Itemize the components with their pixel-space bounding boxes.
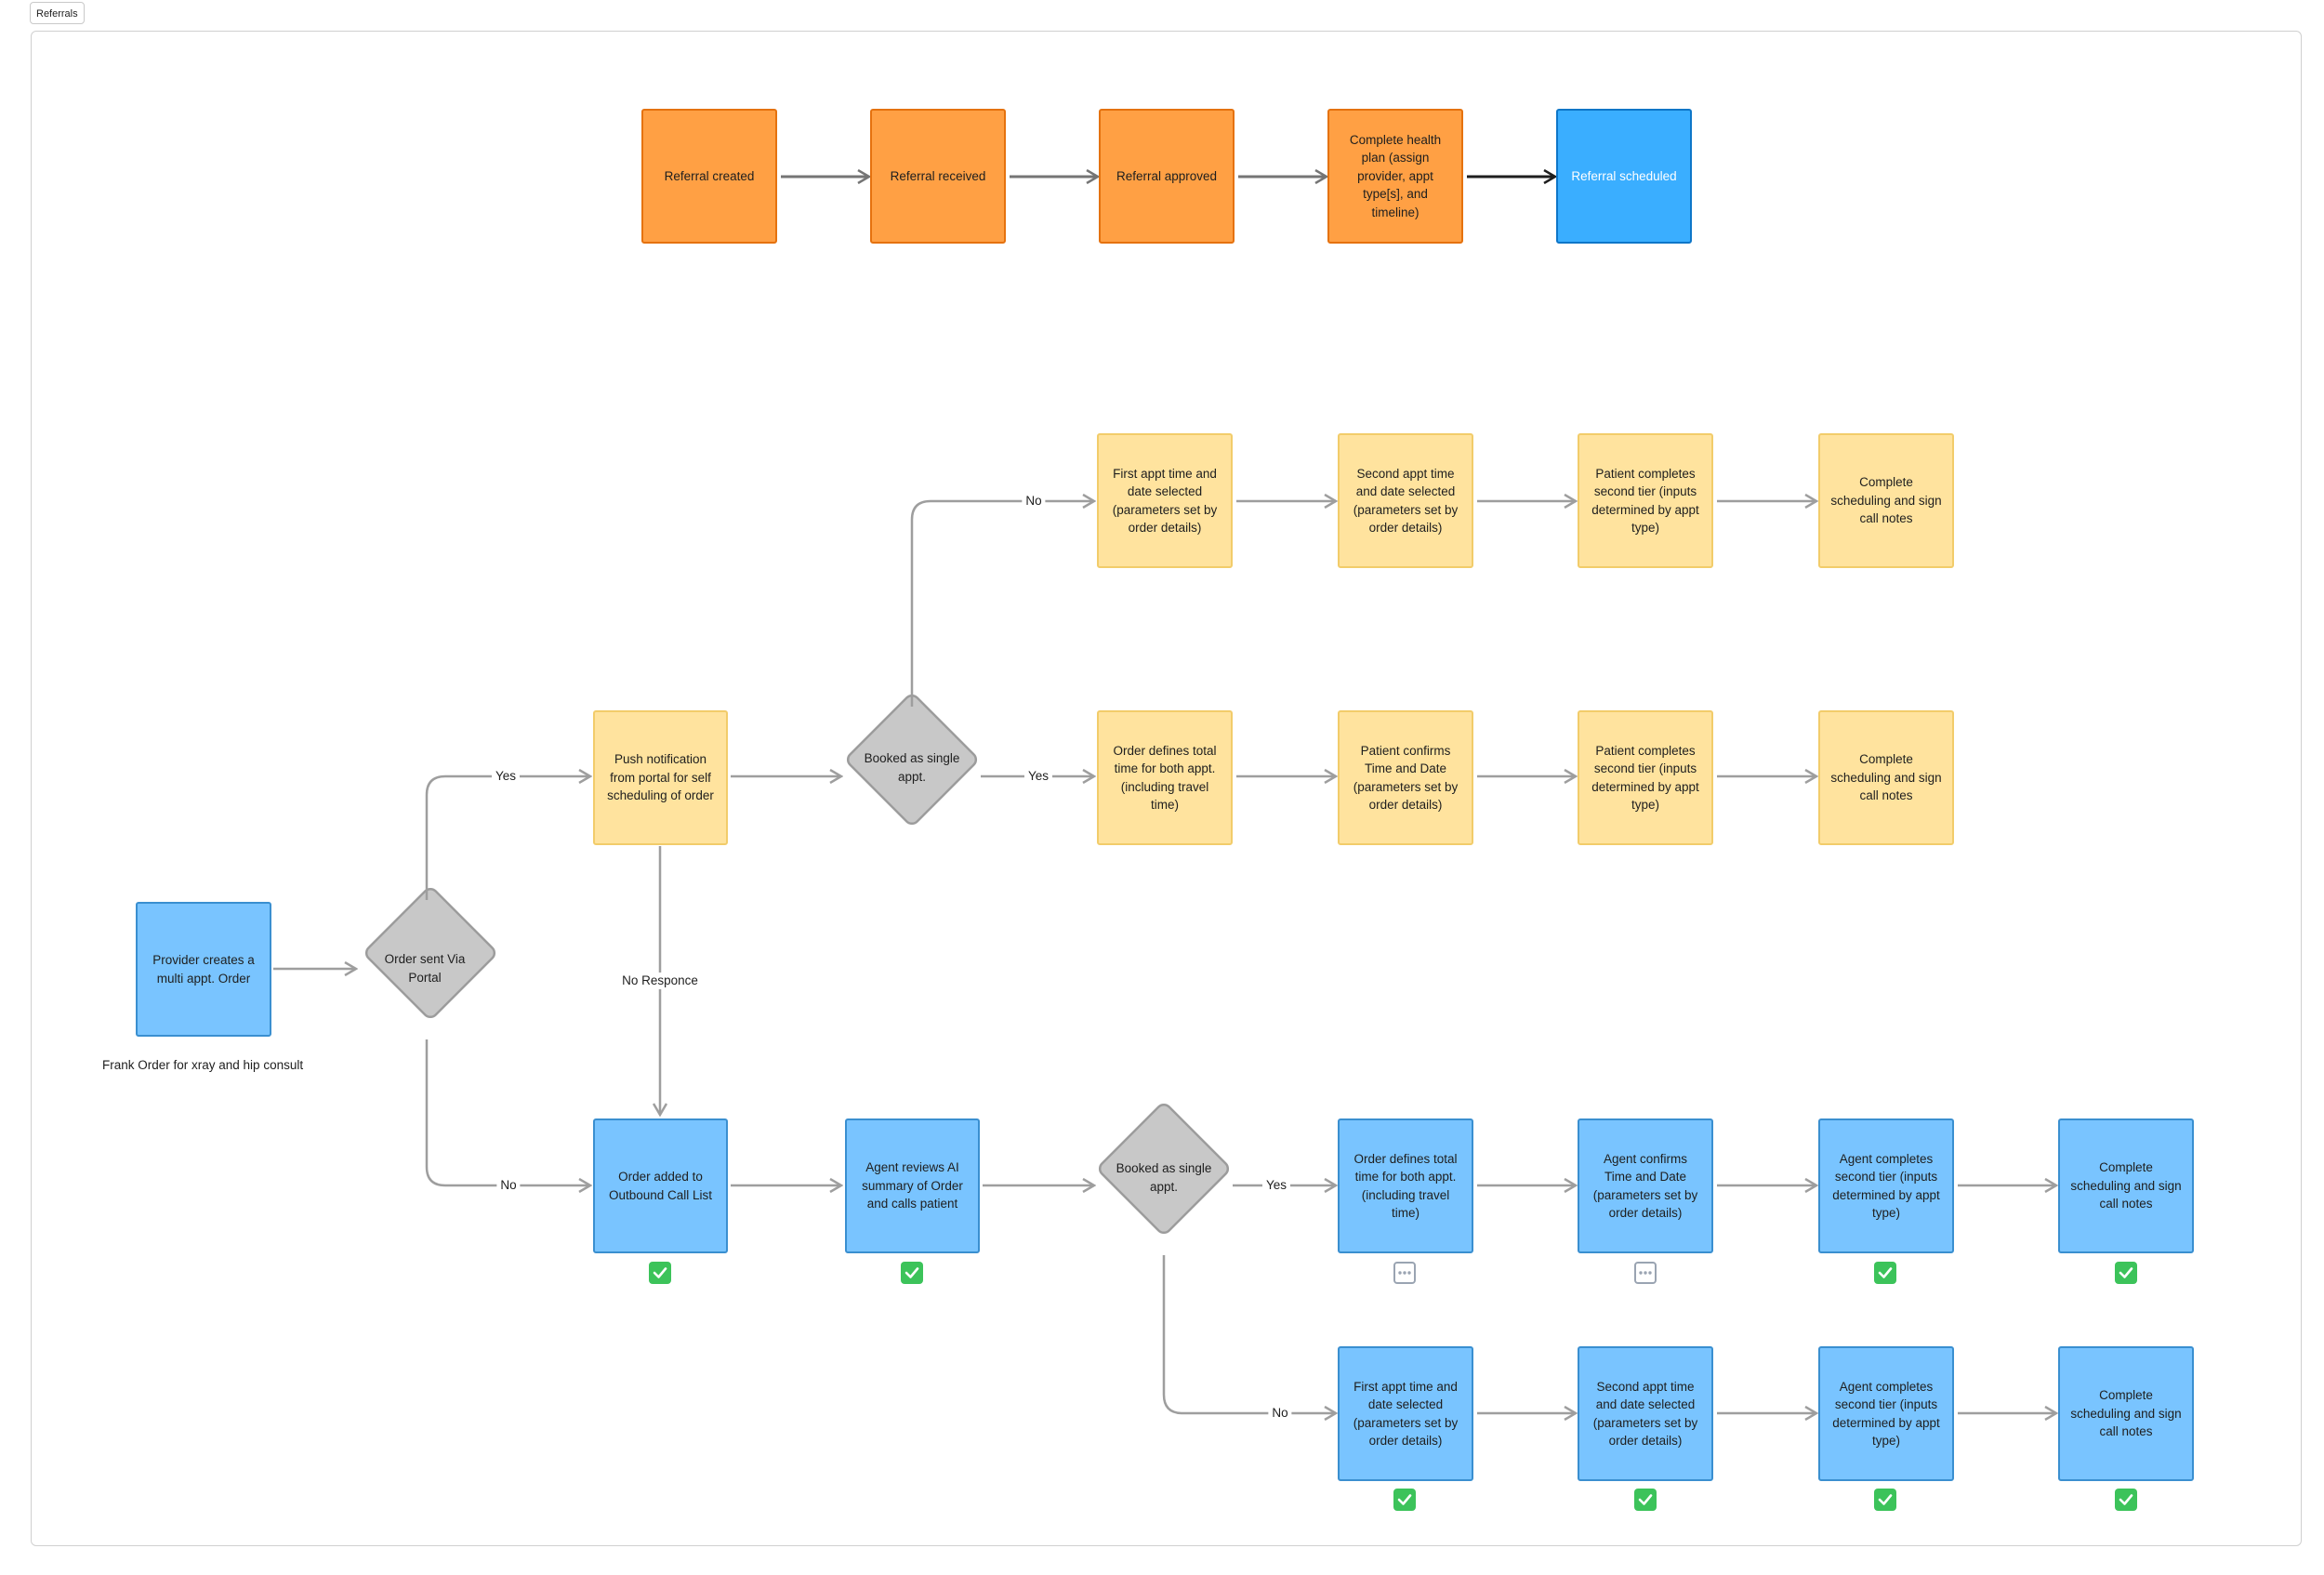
check-icon bbox=[1874, 1489, 1896, 1511]
check-icon bbox=[1634, 1489, 1657, 1511]
decision-portal-label: Order sent Via Portal bbox=[384, 952, 466, 985]
decision-single-bottom bbox=[1098, 1103, 1230, 1235]
node-complete-scheduling-m[interactable]: Complete scheduling and sign call notes bbox=[1818, 710, 1954, 845]
node-patient-second-tier-m[interactable]: Patient completes second tier (inputs de… bbox=[1578, 710, 1713, 845]
node-provider-creates-order[interactable]: Provider creates a multi appt. Order bbox=[136, 902, 271, 1037]
node-referral-approved[interactable]: Referral approved bbox=[1099, 109, 1235, 244]
node-complete-health-plan[interactable]: Complete health plan (assign provider, a… bbox=[1327, 109, 1463, 244]
node-first-appt-selected-c[interactable]: First appt time and date selected (param… bbox=[1338, 1346, 1473, 1481]
node-referral-scheduled[interactable]: Referral scheduled bbox=[1556, 109, 1692, 244]
edge-label-top-yes: Yes bbox=[1023, 768, 1053, 785]
node-referral-received[interactable]: Referral received bbox=[870, 109, 1006, 244]
edge-label-top-no: No bbox=[1022, 493, 1046, 510]
more-icon bbox=[1634, 1262, 1657, 1284]
check-icon bbox=[1874, 1262, 1896, 1284]
check-icon bbox=[1393, 1489, 1416, 1511]
check-icon bbox=[2115, 1489, 2137, 1511]
edge-portal-no bbox=[425, 1039, 589, 1185]
more-icon bbox=[1393, 1262, 1416, 1284]
node-referral-created[interactable]: Referral created bbox=[641, 109, 777, 244]
node-first-appt-selected[interactable]: First appt time and date selected (param… bbox=[1097, 433, 1233, 568]
decision-single-top-label: Booked as single appt. bbox=[864, 751, 960, 784]
edge-label-portal-no: No bbox=[496, 1177, 521, 1194]
tab-referrals[interactable]: Referrals bbox=[30, 2, 85, 24]
edge-bottom-decision-no bbox=[1162, 1255, 1335, 1413]
node-push-notification[interactable]: Push notification from portal for self s… bbox=[593, 710, 728, 845]
node-order-defines-time-b[interactable]: Order defines total time for both appt. … bbox=[1338, 1118, 1473, 1253]
node-complete-scheduling-c[interactable]: Complete scheduling and sign call notes bbox=[2058, 1346, 2194, 1481]
node-second-appt-selected[interactable]: Second appt time and date selected (para… bbox=[1338, 433, 1473, 568]
node-agent-second-tier-c[interactable]: Agent completes second tier (inputs dete… bbox=[1818, 1346, 1954, 1481]
node-patient-confirms[interactable]: Patient confirms Time and Date (paramete… bbox=[1338, 710, 1473, 845]
edge-portal-yes bbox=[425, 776, 589, 900]
check-icon bbox=[649, 1262, 671, 1284]
check-icon bbox=[2115, 1262, 2137, 1284]
node-patient-second-tier[interactable]: Patient completes second tier (inputs de… bbox=[1578, 433, 1713, 568]
edge-label-no-response: No Responce bbox=[618, 973, 702, 989]
node-agent-reviews[interactable]: Agent reviews AI summary of Order and ca… bbox=[845, 1118, 980, 1253]
decision-single-bottom-label: Booked as single appt. bbox=[1116, 1161, 1212, 1194]
node-agent-second-tier-b[interactable]: Agent completes second tier (inputs dete… bbox=[1818, 1118, 1954, 1253]
edge-top-decision-no bbox=[910, 501, 1093, 707]
decision-single-top bbox=[846, 694, 978, 826]
caption-frank-order: Frank Order for xray and hip consult bbox=[102, 1058, 304, 1072]
node-agent-confirms[interactable]: Agent confirms Time and Date (parameters… bbox=[1578, 1118, 1713, 1253]
node-complete-scheduling-y[interactable]: Complete scheduling and sign call notes bbox=[1818, 433, 1954, 568]
edge-label-bottom-no: No bbox=[1268, 1405, 1292, 1422]
edge-label-portal-yes: Yes bbox=[491, 768, 521, 785]
check-icon bbox=[901, 1262, 923, 1284]
node-outbound-call-list[interactable]: Order added to Outbound Call List bbox=[593, 1118, 728, 1253]
node-complete-scheduling-b[interactable]: Complete scheduling and sign call notes bbox=[2058, 1118, 2194, 1253]
decision-portal bbox=[364, 887, 496, 1019]
node-second-appt-selected-c[interactable]: Second appt time and date selected (para… bbox=[1578, 1346, 1713, 1481]
edge-label-bottom-yes: Yes bbox=[1261, 1177, 1291, 1194]
node-order-defines-time-y[interactable]: Order defines total time for both appt. … bbox=[1097, 710, 1233, 845]
